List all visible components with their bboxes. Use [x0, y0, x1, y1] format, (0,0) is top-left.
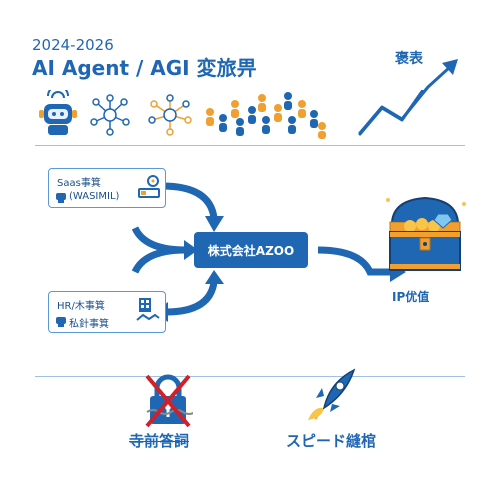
top-divider [35, 145, 465, 146]
crowd-icon [206, 92, 326, 139]
saas-box-subtitle: (WASIMIL) [69, 191, 120, 202]
hr-box-title: HR/木事箕 [57, 301, 105, 312]
traditional-financing-label: 寺前答詞 [129, 432, 190, 450]
network-orange-icon [148, 94, 192, 136]
treasure-chest-icon [386, 196, 466, 271]
saas-box-title: Saas事箕 [57, 178, 101, 189]
year-range: 2024-2026 [32, 36, 114, 54]
robot-icon [39, 90, 77, 135]
header-icons [39, 90, 425, 139]
rocket-icon [308, 368, 356, 420]
page-title: AI Agent / AGI 変旅畀 [32, 56, 257, 80]
saas-business-box: Saas事箕 (WASIMIL) [48, 168, 166, 208]
padlock-icon [145, 374, 193, 428]
trend-label: 褒表 [395, 51, 423, 67]
robot-small-icon [56, 193, 66, 203]
building-handshake-icon [136, 298, 160, 321]
bottom-divider [35, 376, 465, 377]
trend-arrow-head [358, 59, 458, 135]
company-box: 株式会社AZOO [194, 232, 308, 268]
network-icon [90, 94, 130, 136]
speed-label: スピード縫棺 [286, 432, 377, 450]
hr-box-subtitle: 私針事箕 [69, 319, 109, 330]
ip-value-label: IP优值 [392, 290, 430, 304]
gear-bed-icon [138, 175, 160, 198]
robot-small-icon [56, 317, 66, 327]
hr-business-box: HR/木事箕 私針事箕 [48, 291, 166, 333]
